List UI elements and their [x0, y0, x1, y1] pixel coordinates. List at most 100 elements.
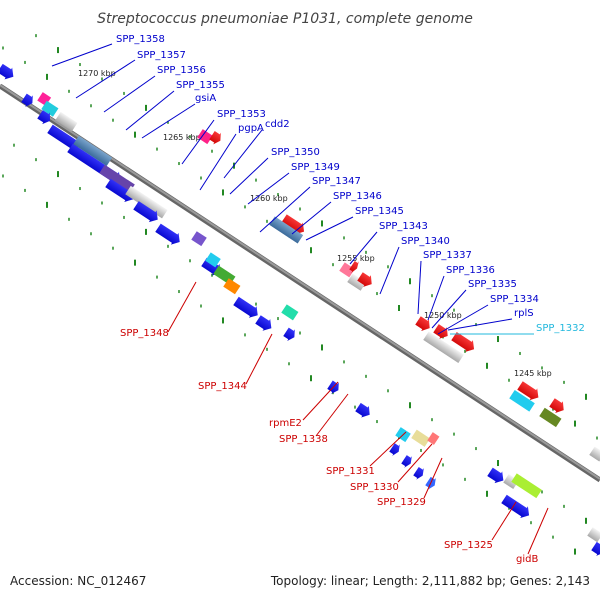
gene-feature[interactable] — [282, 326, 298, 343]
gene-label[interactable]: SPP_1356 — [157, 65, 206, 76]
gene-feature[interactable] — [414, 315, 433, 334]
gene-label[interactable]: SPP_1355 — [176, 80, 225, 91]
gene-label[interactable]: SPP_1347 — [312, 176, 361, 187]
gene-feature[interactable] — [205, 252, 221, 268]
leader-line — [245, 333, 273, 385]
leader-line — [259, 186, 311, 233]
kbp-label: 1260 kbp — [250, 194, 288, 203]
gene-feature[interactable] — [191, 231, 207, 247]
gene-label[interactable]: cdd2 — [265, 119, 290, 130]
map-title: Streptococcus pneumoniae P1031, complete… — [97, 11, 473, 27]
gene-feature[interactable] — [281, 304, 299, 321]
gene-label-highlight[interactable]: SPP_1332 — [536, 323, 585, 334]
gene-feature[interactable] — [511, 473, 542, 499]
gene-feature[interactable] — [73, 135, 113, 167]
leader-line — [437, 304, 489, 335]
gene-label[interactable]: SPP_1336 — [446, 265, 495, 276]
gene-label[interactable]: SPP_1340 — [401, 236, 450, 247]
gene-label[interactable]: SPP_1338 — [279, 434, 328, 445]
gene-label[interactable]: gsiA — [195, 93, 216, 104]
gene-feature[interactable] — [197, 129, 213, 145]
gene-feature[interactable] — [326, 379, 342, 396]
gene-feature[interactable] — [587, 527, 600, 543]
gene-label[interactable]: rpmE2 — [269, 418, 302, 429]
leader-line — [417, 260, 422, 315]
gene-label[interactable]: SPP_1345 — [355, 206, 404, 217]
gene-label[interactable]: SPP_1337 — [423, 250, 472, 261]
gene-feature[interactable] — [589, 446, 600, 462]
gene-feature[interactable] — [154, 222, 183, 248]
gene-feature[interactable] — [412, 465, 426, 481]
gene-feature[interactable] — [423, 331, 464, 363]
gene-label[interactable]: SPP_1350 — [271, 147, 320, 158]
leader-line — [302, 381, 339, 421]
gene-feature[interactable] — [125, 185, 168, 219]
leader-line — [315, 393, 349, 437]
gene-feature[interactable] — [55, 111, 78, 132]
gene-label[interactable]: gidB — [516, 554, 538, 565]
gene-label[interactable]: SPP_1357 — [137, 50, 186, 61]
gene-feature[interactable] — [503, 474, 519, 490]
gene-feature[interactable] — [223, 278, 241, 295]
gene-label[interactable]: SPP_1348 — [120, 328, 169, 339]
gene-label[interactable]: pgpA — [238, 123, 264, 134]
gene-feature[interactable] — [354, 401, 373, 420]
gene-feature[interactable] — [232, 295, 261, 321]
leader-line — [427, 275, 445, 321]
leader-line — [75, 59, 136, 99]
gene-feature[interactable] — [104, 177, 137, 205]
gene-label[interactable]: SPP_1358 — [116, 34, 165, 45]
gene-feature[interactable] — [424, 475, 438, 491]
accession-text: Accession: NC_012467 — [10, 574, 147, 588]
gene-feature[interactable] — [450, 330, 478, 355]
leader-line — [199, 133, 237, 191]
gene-feature[interactable] — [500, 493, 533, 521]
gene-label[interactable]: SPP_1344 — [198, 381, 247, 392]
gene-feature[interactable] — [516, 380, 542, 404]
gene-feature[interactable] — [590, 540, 600, 558]
gene-label[interactable]: SPP_1330 — [350, 482, 399, 493]
leader-line — [167, 281, 197, 333]
gene-label[interactable]: SPP_1353 — [217, 109, 266, 120]
gene-feature[interactable] — [427, 432, 440, 445]
leader-line — [369, 431, 407, 467]
leader-line — [141, 103, 196, 139]
gene-feature[interactable] — [20, 92, 36, 109]
gene-feature[interactable] — [432, 322, 451, 341]
gene-feature[interactable] — [356, 271, 375, 290]
gene-label[interactable]: SPP_1325 — [444, 540, 493, 551]
gene-feature[interactable] — [46, 123, 82, 153]
gene-feature[interactable] — [0, 62, 17, 82]
gene-feature[interactable] — [254, 314, 275, 334]
gene-label[interactable]: SPP_1343 — [379, 221, 428, 232]
gene-label[interactable]: SPP_1334 — [490, 294, 539, 305]
gene-feature[interactable] — [486, 466, 507, 486]
gene-label[interactable]: SPP_1329 — [377, 497, 426, 508]
gene-feature[interactable] — [548, 397, 567, 416]
gene-label[interactable]: SPP_1346 — [333, 191, 382, 202]
leader-line — [181, 119, 215, 165]
gene-label[interactable]: SPP_1349 — [291, 162, 340, 173]
gene-feature[interactable] — [411, 429, 431, 447]
gene-feature[interactable] — [132, 199, 161, 225]
gene-feature[interactable] — [99, 164, 135, 193]
gene-label[interactable]: SPP_1335 — [468, 279, 517, 290]
gene-feature[interactable] — [36, 108, 54, 126]
gene-feature[interactable] — [269, 216, 304, 244]
kbp-label: 1265 kbp — [163, 133, 201, 142]
gene-feature[interactable] — [41, 100, 59, 117]
leader-line — [349, 231, 378, 265]
gene-feature[interactable] — [388, 442, 402, 458]
leader-line — [291, 201, 332, 235]
gene-feature[interactable] — [509, 390, 535, 412]
gene-feature[interactable] — [339, 262, 355, 278]
kbp-label: 1255 kbp — [337, 254, 375, 263]
leader-line — [305, 216, 354, 241]
gene-feature[interactable] — [400, 453, 414, 469]
gene-feature[interactable] — [347, 273, 367, 291]
gene-feature[interactable] — [539, 407, 562, 428]
gene-label[interactable]: SPP_1331 — [326, 466, 375, 477]
gene-feature[interactable] — [348, 259, 361, 274]
gene-feature[interactable] — [208, 129, 224, 146]
gene-label[interactable]: rplS — [514, 308, 534, 319]
